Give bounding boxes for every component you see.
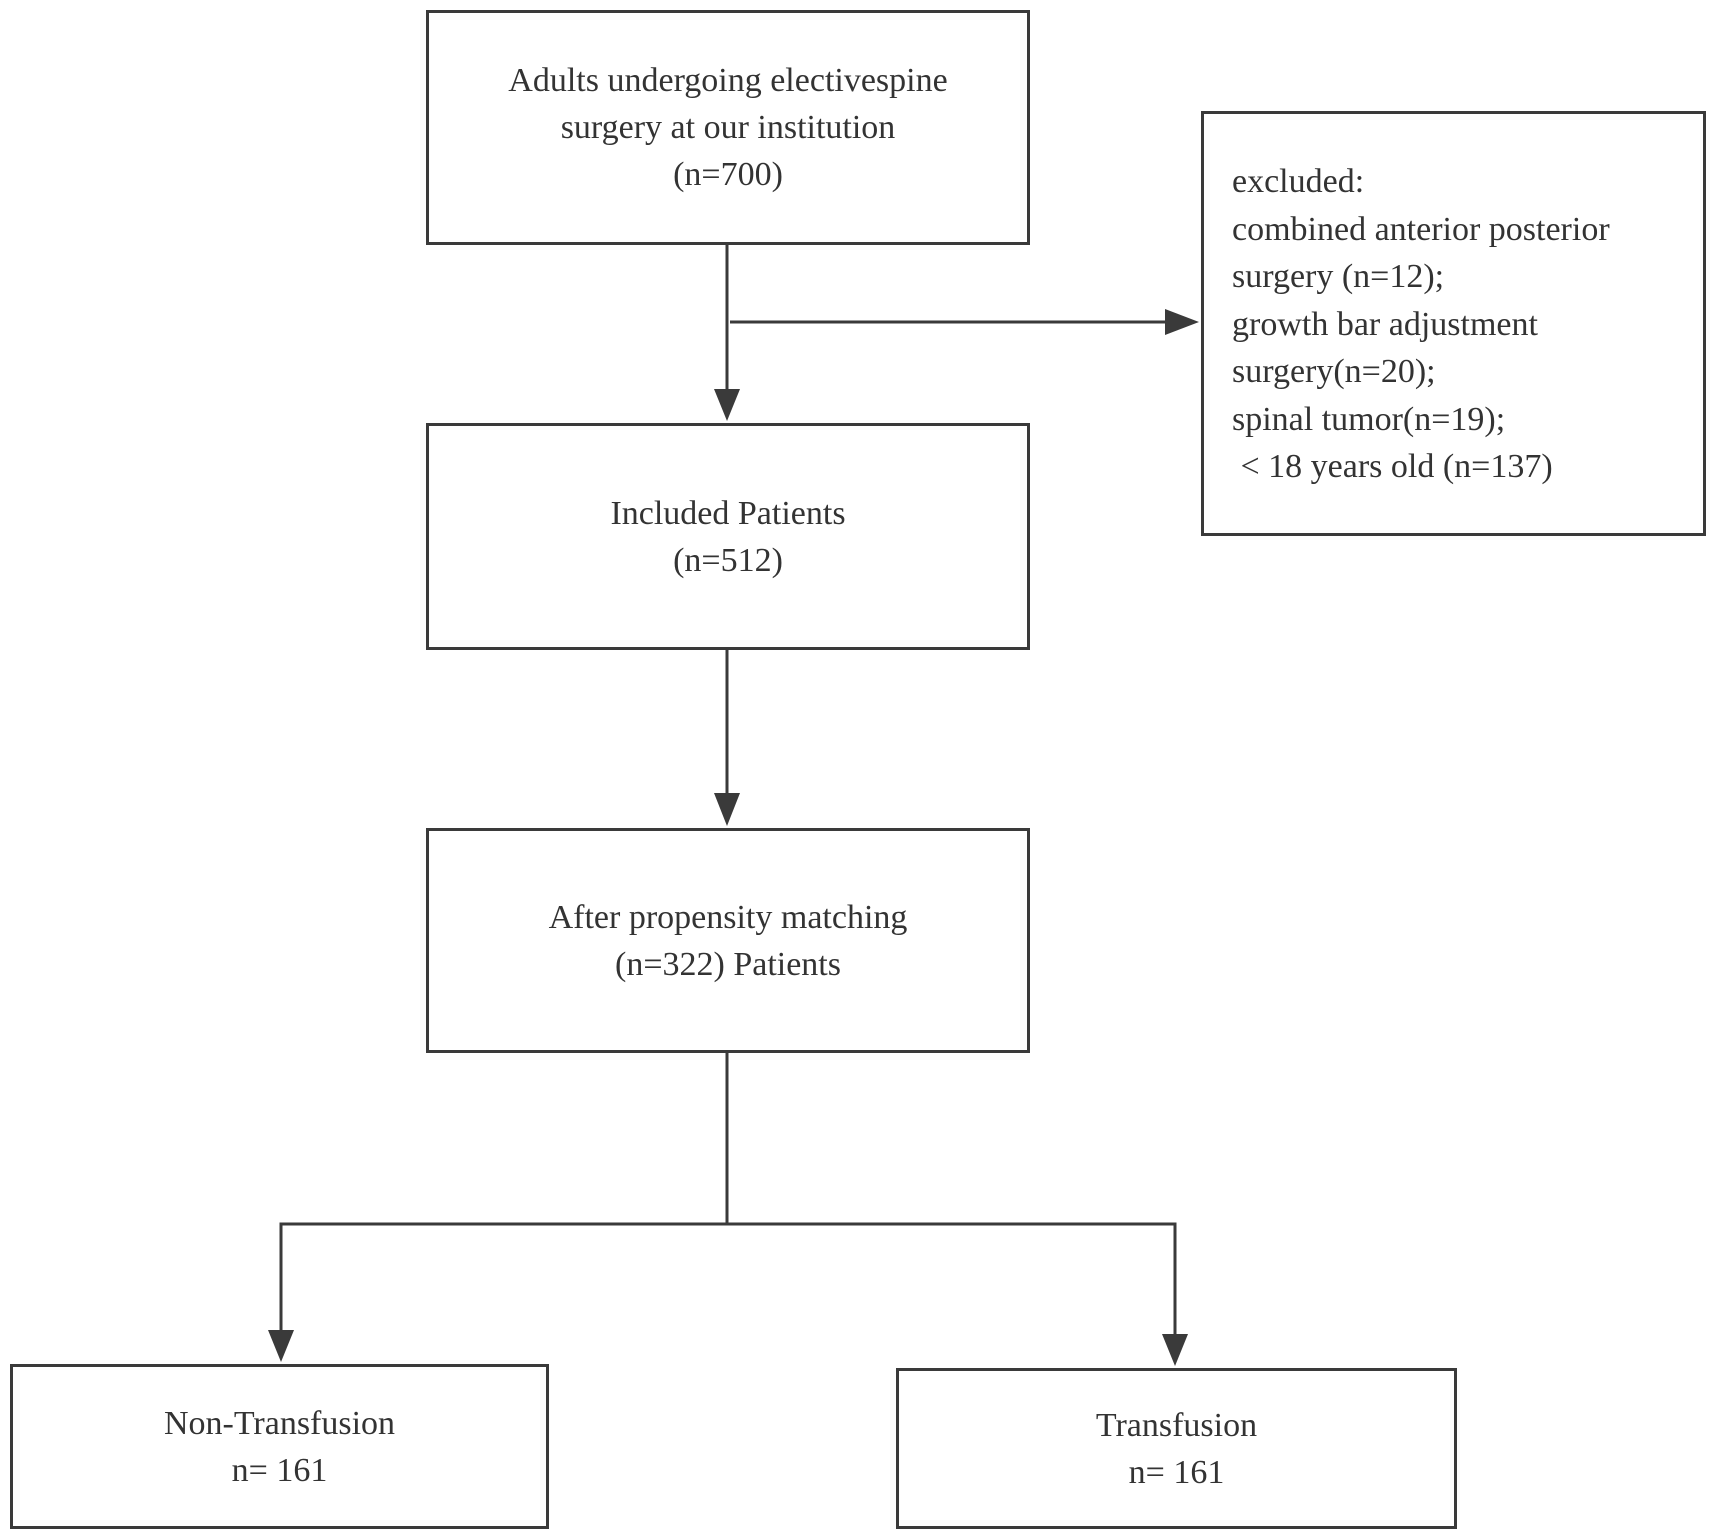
exclusion-item: combined anterior posterior (1232, 210, 1610, 248)
box-text-line: Transfusion (1095, 1406, 1258, 1444)
arrowhead-transfusion (1162, 1334, 1188, 1366)
box-text-line: surgery at our institution (560, 109, 896, 146)
exclusion-item: surgery (n=12); (1232, 258, 1445, 295)
transfusion-box: Transfusion n= 161 (896, 1368, 1457, 1529)
box-text-line: Non-Transfusion (163, 1404, 396, 1442)
connector-split (279, 1222, 1177, 1341)
exclusion-item: growth bar adjustment (1232, 305, 1538, 343)
excluded-heading: excluded: (1232, 163, 1365, 200)
start-population-box: Adults undergoing electivespine surgery … (426, 10, 1030, 245)
box-text-line: (n=700) (673, 156, 783, 193)
box-text-line: Included Patients (610, 494, 846, 532)
exclusion-item: surgery(n=20); (1232, 353, 1436, 390)
arrowhead-included (714, 389, 740, 421)
exclusion-item: spinal tumor(n=19); (1232, 400, 1506, 438)
propensity-matched-box: After propensity matching (n=322) Patien… (426, 828, 1030, 1053)
box-text-line: n= 161 (231, 1451, 328, 1489)
exclusion-item: < 18 years old (n=137) (1232, 448, 1553, 485)
non-transfusion-box: Non-Transfusion n= 161 (10, 1364, 549, 1529)
arrowhead-matched (714, 793, 740, 826)
box-text-line: (n=322) Patients (615, 945, 841, 983)
box-text-line: n= 161 (1128, 1453, 1225, 1491)
arrowhead-non-transfusion (268, 1330, 294, 1362)
arrowhead-excluded (1165, 309, 1199, 335)
included-patients-box: Included Patients (n=512) (426, 423, 1030, 650)
excluded-box: excluded: combined anterior posterior su… (1201, 111, 1706, 536)
box-text-line: (n=512) (673, 541, 783, 579)
box-text-line: After propensity matching (548, 898, 908, 936)
box-text-line: Adults undergoing electivespine (508, 62, 948, 99)
